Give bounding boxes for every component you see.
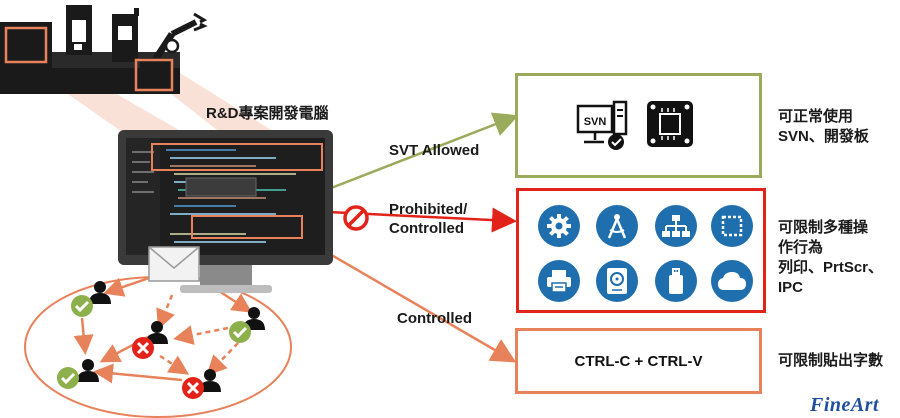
net-arrow: [93, 363, 183, 384]
monitor-stand: [200, 265, 252, 287]
controlled-label: Controlled: [397, 310, 472, 327]
gear-icon: [538, 205, 580, 247]
net-arrow-dashed: [159, 354, 190, 375]
prohibited-arrow: [307, 207, 517, 233]
allowed-description: 可正常使用 SVN、開發板: [778, 108, 869, 145]
prohibited-box: [516, 188, 766, 313]
cloud-icon: [711, 260, 753, 302]
controlled-description: 可限制貼出字數: [778, 352, 884, 369]
prohibited-icon: [343, 205, 369, 231]
usb-icon: [655, 260, 697, 302]
rd-machine-icon: [0, 5, 208, 94]
net-arrow: [73, 317, 94, 355]
user-icon: [89, 281, 111, 304]
email-envelope-icon: [148, 246, 200, 282]
compass-icon: [596, 205, 638, 247]
controlled-box: CTRL-C + CTRL-V: [515, 328, 762, 394]
network-icon: [655, 205, 697, 247]
user-network: [57, 281, 265, 399]
allowed-arrow: [307, 112, 519, 199]
prohibited-description: 可限制多種操 作行為 列印、PrtScr、 IPC: [778, 219, 884, 296]
net-arrow: [103, 274, 156, 297]
user-icon: [77, 359, 99, 382]
page-title: R&D專案開發電腦: [206, 105, 329, 122]
printer-icon: [538, 260, 580, 302]
net-arrow-dashed: [206, 342, 239, 376]
svg-text:SVN: SVN: [584, 116, 607, 128]
screenshot-icon: [711, 205, 753, 247]
svn-server-icon: SVN: [576, 100, 628, 150]
monitor-base: [180, 285, 272, 293]
monitor-frame: [118, 130, 333, 265]
code-editor-screen: [126, 138, 325, 255]
prohibited-label: Prohibited/ Controlled: [389, 201, 468, 237]
allowed-label: SVT Allowed: [389, 142, 480, 159]
copy-paste-label: CTRL-C + CTRL-V: [574, 352, 703, 370]
dev-board-icon: [647, 101, 693, 147]
fineart-logo: FineArt: [810, 394, 880, 416]
hard-drive-icon: [596, 260, 638, 302]
allowed-box: SVN: [515, 73, 762, 178]
